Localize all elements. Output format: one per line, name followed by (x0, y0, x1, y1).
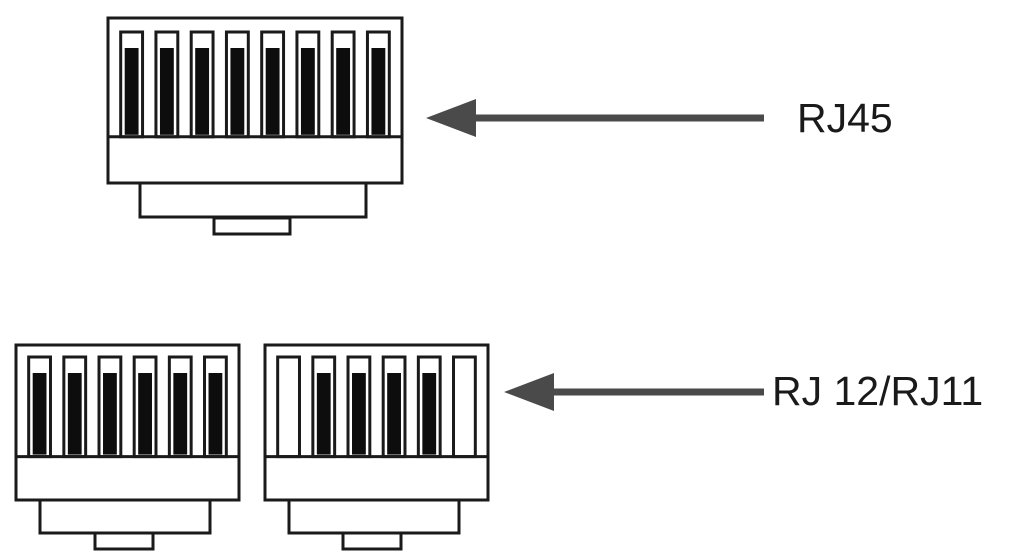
rj45-contact (371, 48, 386, 135)
arrow-rj45-head (426, 99, 476, 137)
rj11-contact (352, 373, 366, 455)
rj45-contact (336, 48, 351, 135)
arrow-rj12-rj11 (504, 373, 764, 411)
rj45-contact (159, 48, 174, 135)
arrow-rj45 (426, 99, 764, 137)
rj12-latch-tip (93, 531, 155, 551)
rj45-latch (138, 181, 368, 219)
rj45-latch-tip (212, 216, 292, 236)
rj11-contact (422, 373, 437, 455)
rj12-contact (138, 373, 152, 455)
rj12-connector (14, 343, 241, 551)
rj45-contact (124, 48, 139, 135)
rj12-contact (32, 373, 47, 455)
rj11-slot (276, 355, 301, 459)
rj11-connector (263, 343, 490, 551)
rj45-contact (300, 48, 315, 135)
rj11-slot (452, 355, 477, 459)
rj45-contact (265, 48, 280, 135)
rj12-contact (103, 373, 117, 455)
rj11-contact (387, 373, 401, 455)
rj45-label: RJ45 (797, 95, 893, 141)
rj12-rj11-label: RJ 12/RJ11 (772, 368, 984, 414)
rj45-contact (230, 48, 245, 135)
rj45-body (106, 16, 404, 185)
rj11-contact (316, 373, 331, 455)
rj12-contact (173, 373, 188, 455)
rj45-connector (106, 16, 404, 236)
rj12-latch (38, 498, 212, 535)
rj45-contact (195, 48, 210, 135)
rj11-latch-tip (341, 531, 403, 551)
arrow-rj12-head (504, 373, 554, 411)
rj12-contact (67, 373, 82, 455)
rj12-contact (208, 373, 223, 455)
rj11-latch (287, 498, 461, 535)
